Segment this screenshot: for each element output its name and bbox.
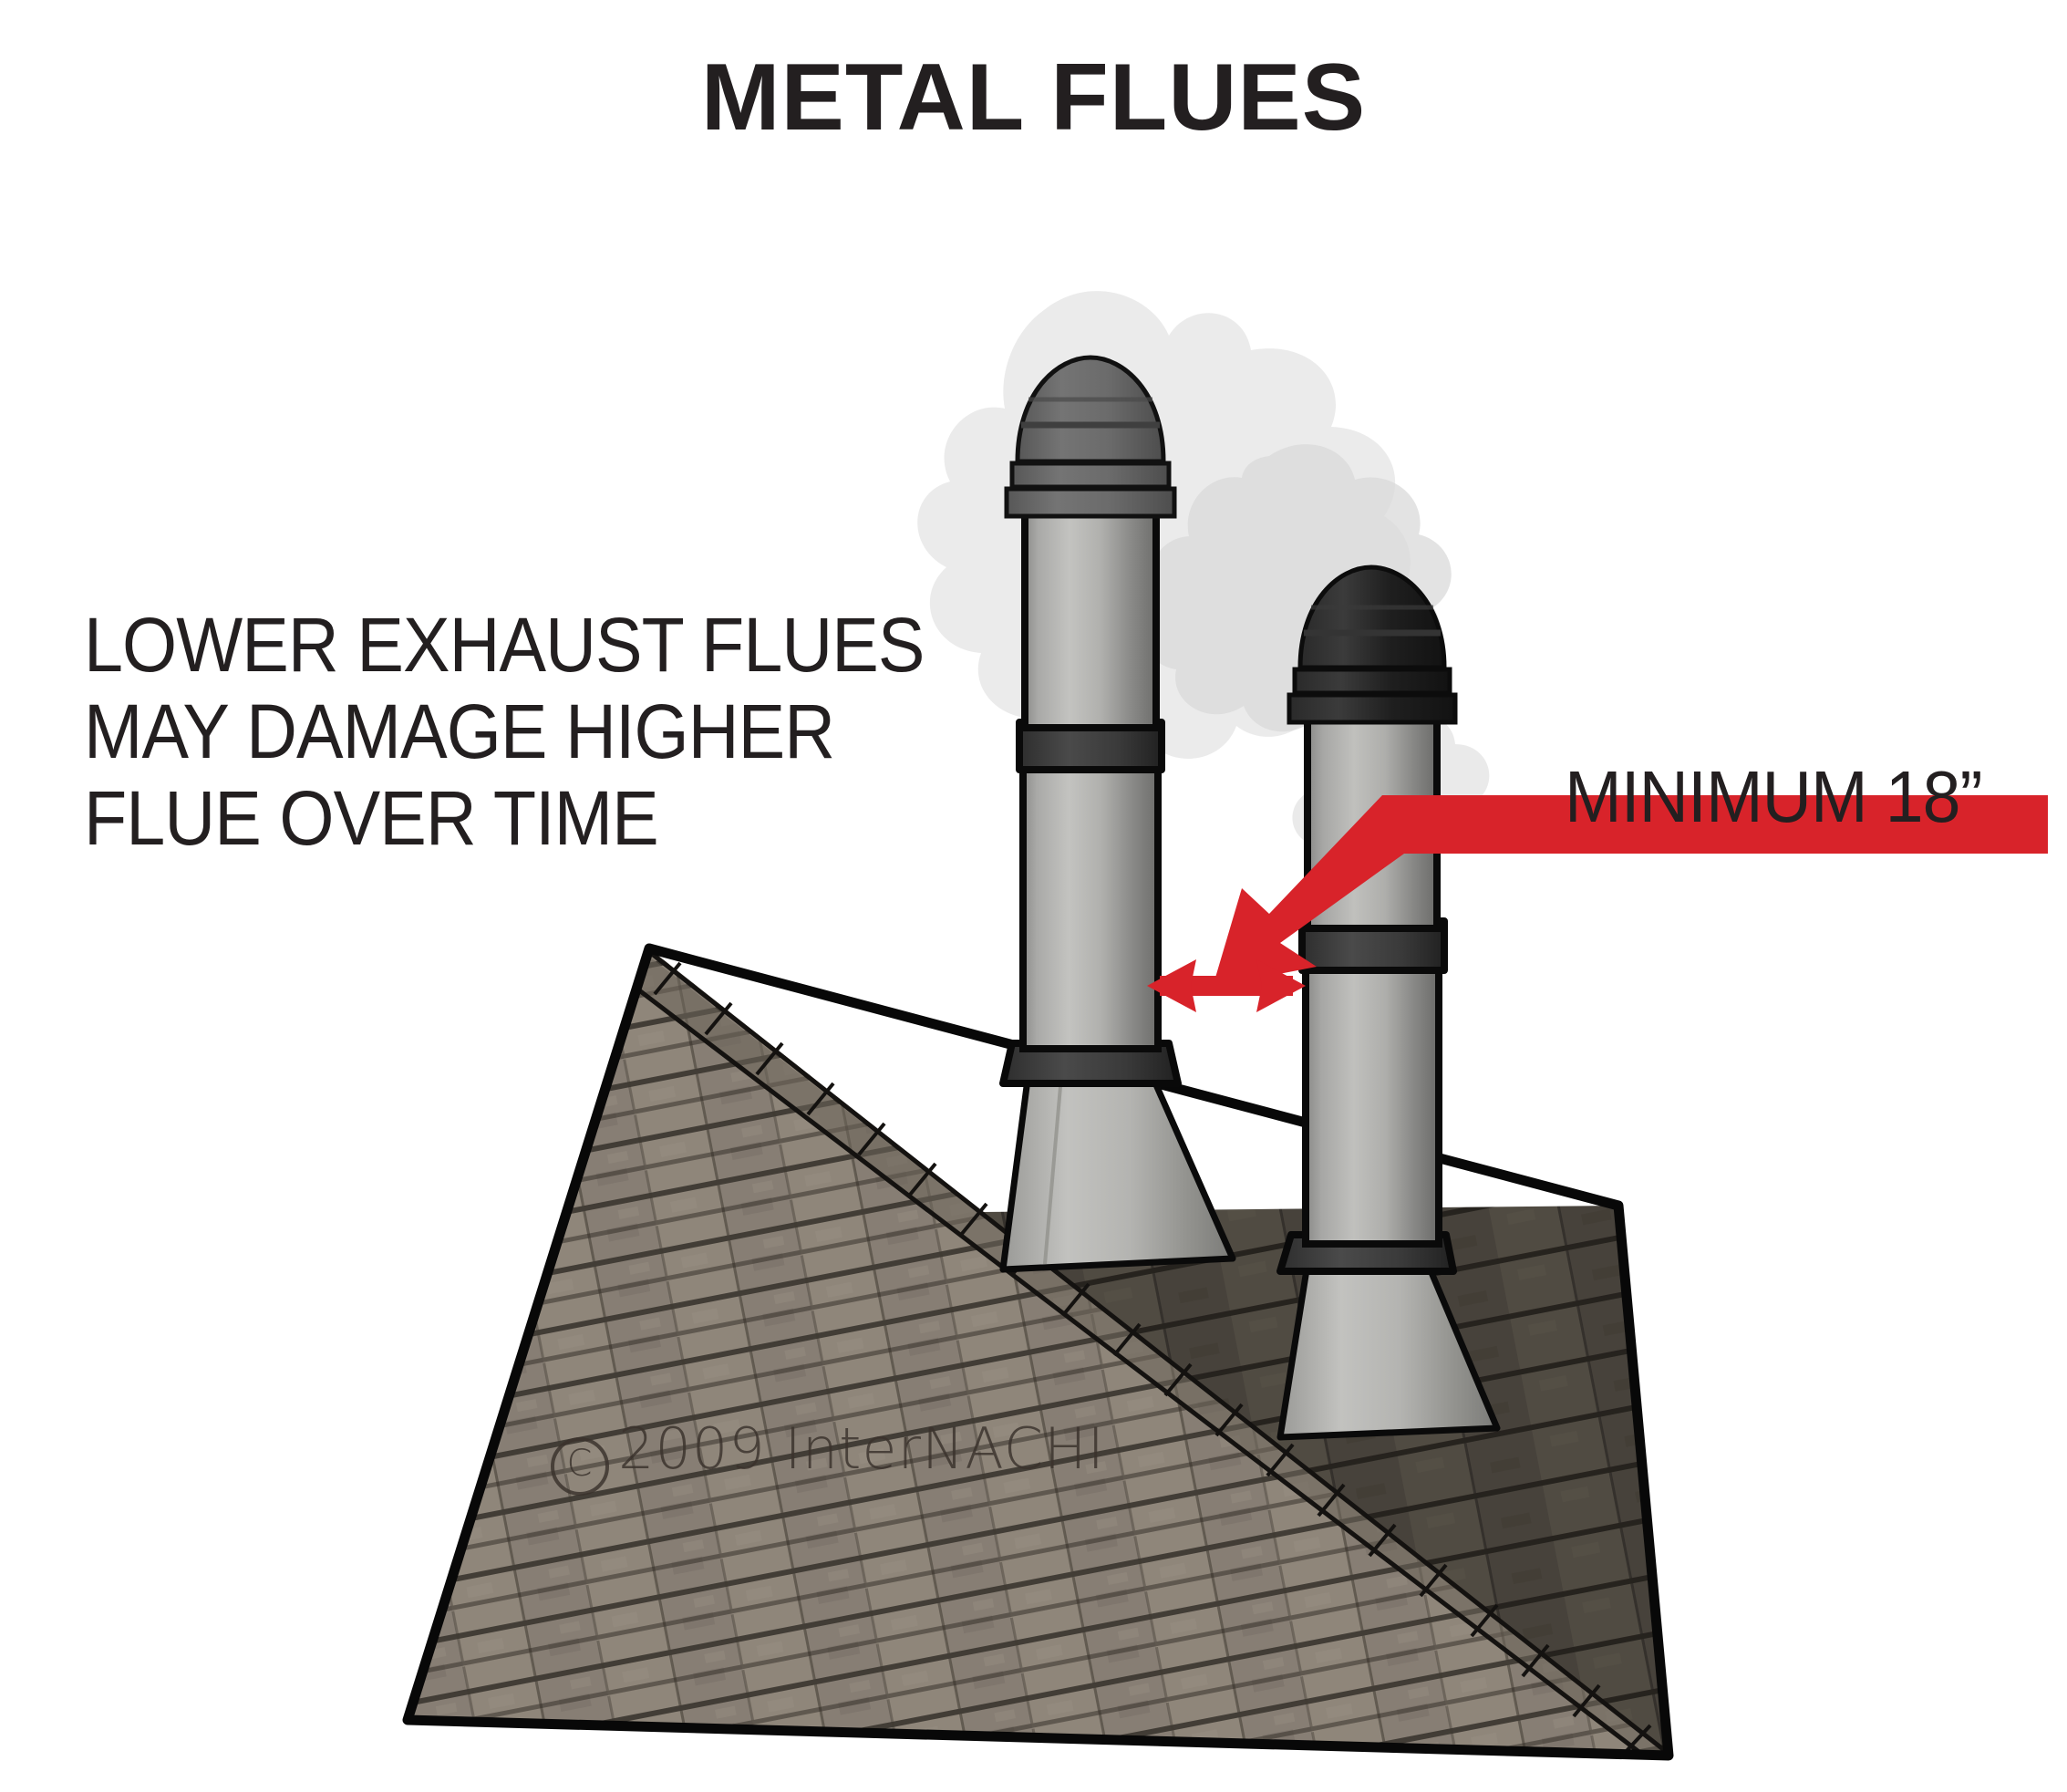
tall-flue-cap xyxy=(1004,355,1177,519)
copyright-text: 2009 InterNACHI xyxy=(618,1415,1105,1482)
roof-hip-ridge xyxy=(625,948,1669,1756)
tall-flue xyxy=(999,355,1236,1273)
warning-note: LOWER EXHAUST FLUES MAY DAMAGE HIGHER FL… xyxy=(84,602,925,862)
tall-flue-flashing-cone xyxy=(999,1069,1236,1273)
callout-leader-arrow xyxy=(1213,795,2048,987)
tall-flue-pipe-upper xyxy=(1021,507,1160,731)
short-flue-cap xyxy=(1287,565,1458,725)
tall-flue-cone-seam xyxy=(1043,1075,1063,1265)
roof xyxy=(402,943,1674,1761)
roof-plane-left-courses xyxy=(408,948,1669,1756)
short-flue-pipe-lower xyxy=(1302,961,1442,1248)
copyright-icon: C xyxy=(551,1437,609,1496)
annotation-arrows xyxy=(1147,795,2048,1012)
tall-flue-pipe-lower xyxy=(1019,761,1162,1052)
warning-line-3: FLUE OVER TIME xyxy=(84,774,659,861)
roof-outline xyxy=(402,943,1674,1761)
short-flue xyxy=(1276,565,1501,1441)
clearance-dimension-arrow xyxy=(1147,959,1306,1012)
page-title: METAL FLUES xyxy=(700,45,1367,150)
warning-line-1: LOWER EXHAUST FLUES xyxy=(84,602,925,688)
warning-line-2: MAY DAMAGE HIGHER xyxy=(84,688,835,774)
clearance-callout-label: MINIMUM 18” xyxy=(1565,756,1983,837)
